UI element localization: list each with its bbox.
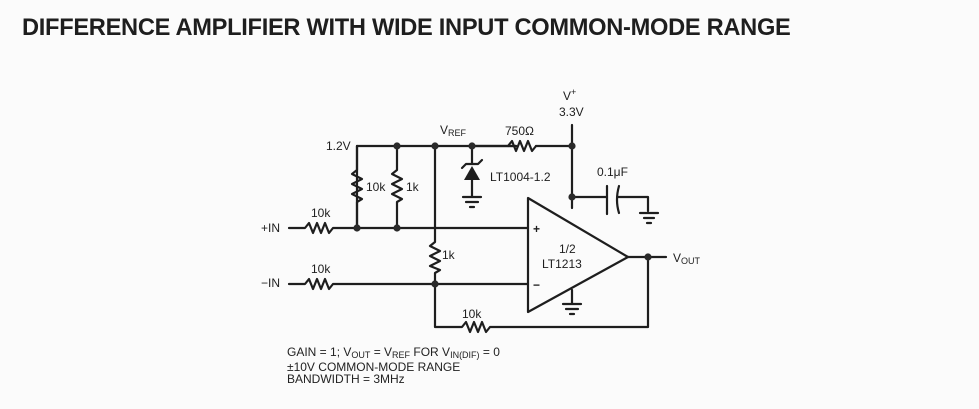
opamp-minus-sign: − (533, 278, 540, 292)
zener-label: LT1004-1.2 (490, 170, 551, 184)
circuit-notes: GAIN = 1; VOUT = VREF FOR VIN(DIF) = 0 ±… (287, 346, 500, 385)
supply-voltage-label: 3.3V (559, 105, 584, 119)
capacitor (570, 184, 650, 216)
junction-dot (568, 142, 576, 150)
ground-icon (561, 302, 583, 316)
opamp: + − 1/2 LT1213 (526, 196, 630, 314)
resistor-bias-10k-label: 10k (366, 180, 386, 194)
note-sub: IN(DIF) (450, 350, 480, 360)
note-bandwidth: BANDWIDTH = 3MHz (287, 372, 405, 386)
bias-voltage-label: 1.2V (326, 139, 351, 153)
resistor-bias-1k: 1k (390, 144, 420, 230)
resistor-750-label: 750Ω (505, 124, 534, 138)
junction-dots (353, 142, 652, 288)
junction-dot (393, 224, 401, 232)
junction-dot (353, 224, 361, 232)
diagram-title: DIFFERENCE AMPLIFIER WITH WIDE INPUT COM… (22, 14, 791, 41)
note-gain: GAIN = 1; VOUT = VREF FOR VIN(DIF) = 0 (287, 346, 500, 361)
junction-dot (431, 280, 439, 288)
output-label: VOUT (673, 251, 701, 266)
junction-dot (468, 142, 476, 150)
note-gain-text: = V (370, 345, 393, 359)
supply-label: V+ (563, 87, 576, 103)
junction-dot (568, 193, 576, 201)
ground-icon (461, 195, 483, 209)
note-common-mode: ±10V COMMON-MODE RANGE (287, 360, 461, 374)
note-sub: OUT (351, 350, 371, 360)
resistor-in-plus: 10k (287, 206, 530, 235)
input-plus-label: +IN (261, 221, 280, 235)
junction-dot (431, 142, 439, 150)
resistor-750: 750Ω (505, 124, 538, 153)
resistor-bias-10k: 10k (350, 144, 386, 230)
zener-diode (460, 144, 484, 198)
opamp-label-1: 1/2 (559, 242, 576, 256)
input-minus-label: −IN (261, 276, 280, 290)
capacitor-label: 0.1μF (597, 165, 628, 179)
resistor-in-minus-label: 10k (311, 262, 331, 276)
note-gain-text: FOR V (410, 345, 451, 359)
resistor-in-minus: 10k (287, 262, 530, 291)
resistor-feedback: 10k (433, 255, 650, 334)
opamp-label-2: LT1213 (542, 257, 582, 271)
vref-label: VREF (440, 123, 467, 138)
opamp-plus-sign: + (533, 222, 540, 236)
resistor-mid-1k: 1k (428, 226, 456, 286)
resistor-feedback-label: 10k (462, 307, 482, 321)
junction-dot (644, 253, 652, 261)
note-gain-text: = 0 (479, 345, 500, 359)
junction-dot (393, 142, 401, 150)
note-sub: REF (392, 350, 411, 360)
resistor-mid-1k-label: 1k (442, 248, 456, 262)
note-gain-text: GAIN = 1; V (287, 345, 352, 359)
top-rail-wire (355, 144, 574, 230)
resistor-bias-1k-label: 1k (406, 180, 420, 194)
ground-icon (638, 211, 660, 225)
resistor-in-plus-label: 10k (311, 206, 331, 220)
